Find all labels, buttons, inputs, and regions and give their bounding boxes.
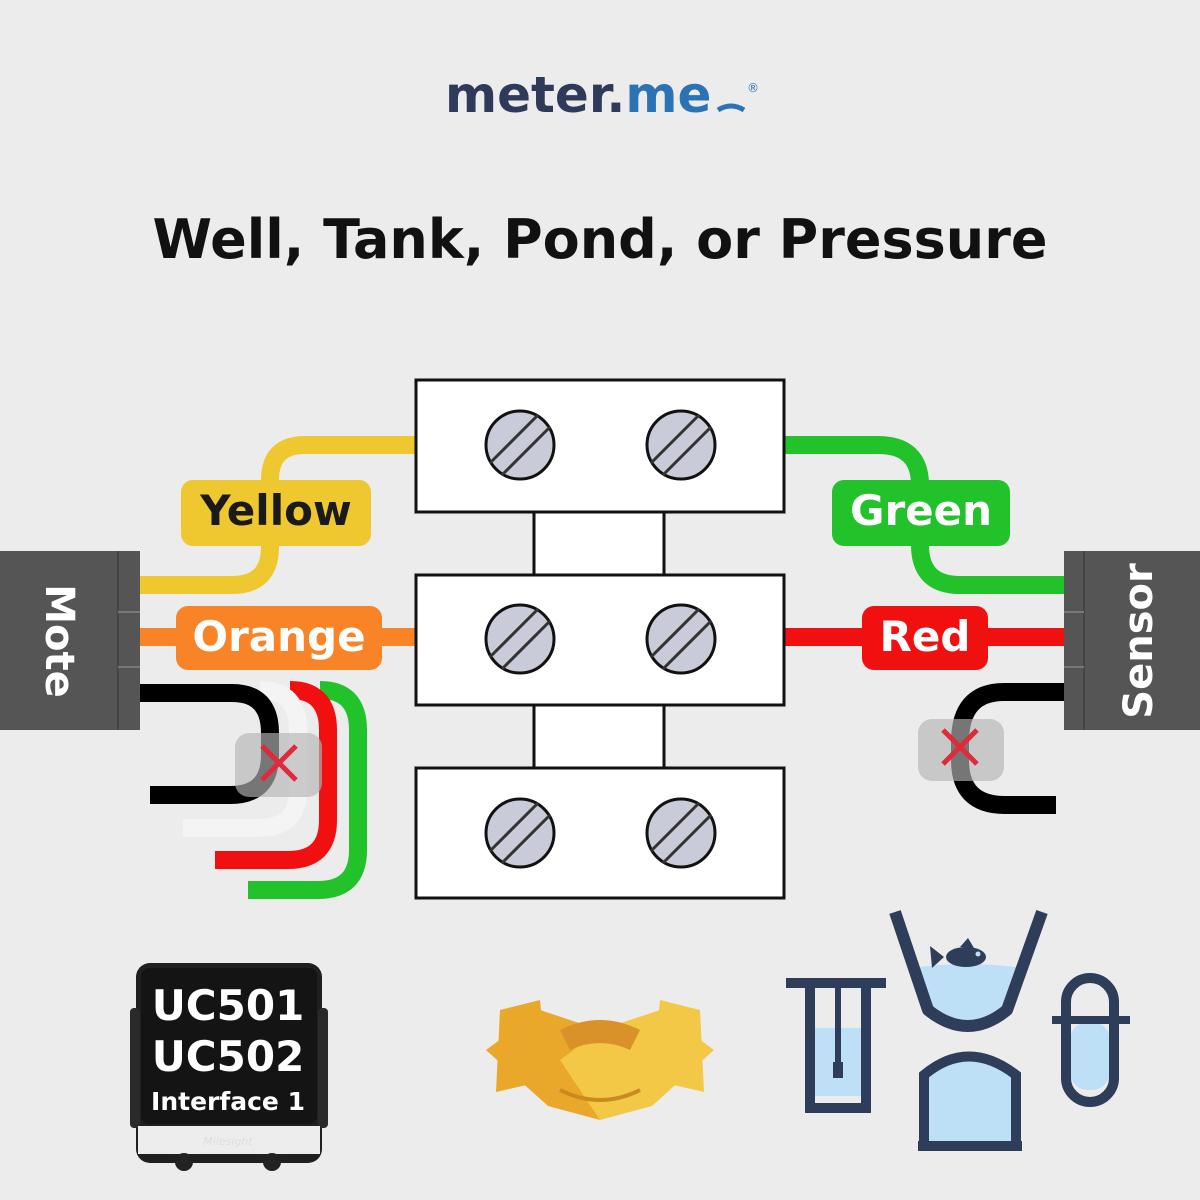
mote-disconnect-x-icon (235, 733, 322, 797)
handshake-icon (486, 1000, 714, 1120)
logo-registered-mark: ® (747, 81, 759, 95)
svg-text:Red: Red (880, 612, 971, 661)
terminal-screw-icon (484, 409, 556, 481)
terminal-screws (484, 409, 717, 869)
terminal-block-icon (414, 378, 786, 900)
uc50x-device: Milesight UC501 UC502 Interface 1 (130, 963, 328, 1171)
sensor-disconnect-x-icon (918, 719, 1004, 781)
mote-connector: Mote (0, 551, 140, 730)
terminal-screw-icon (645, 797, 717, 869)
wire-label-orange: Orange (176, 606, 382, 670)
fish-icon (930, 938, 986, 968)
wire-label-red: Red (862, 606, 988, 670)
tank-icon (918, 1051, 1022, 1151)
svg-text:Yellow: Yellow (199, 486, 352, 535)
device-brand: Milesight (203, 1135, 253, 1148)
svg-text:meter.me: meter.me (445, 66, 711, 124)
svg-text:Orange: Orange (192, 612, 365, 661)
sensor-label: Sensor (1116, 563, 1162, 719)
wire-label-yellow: Yellow (181, 480, 371, 546)
logo-wave-icon (716, 103, 746, 113)
page-title: Well, Tank, Pond, or Pressure (152, 208, 1047, 271)
mote-label: Mote (36, 584, 82, 698)
device-interface: Interface 1 (151, 1087, 305, 1116)
sensor-connector: Sensor (1064, 551, 1200, 730)
terminal-screw-icon (484, 797, 556, 869)
well-icon (786, 978, 886, 1113)
pond-icon (889, 909, 1048, 1032)
logo-main: meter. (445, 66, 625, 124)
device-model-1: UC501 (152, 981, 305, 1030)
logo: meter.me ® (445, 66, 759, 124)
unused-green-wire (248, 681, 367, 899)
pressure-icon (1052, 973, 1130, 1107)
wire-label-green: Green (832, 480, 1010, 546)
yellow-wire (140, 436, 416, 594)
terminal-screw-icon (484, 603, 556, 675)
unused-red-wire (215, 681, 337, 869)
terminal-screw-icon (645, 409, 717, 481)
svg-text:Green: Green (850, 486, 992, 535)
device-model-2: UC502 (152, 1032, 305, 1081)
terminal-screw-icon (645, 603, 717, 675)
logo-accent: me (625, 66, 711, 124)
